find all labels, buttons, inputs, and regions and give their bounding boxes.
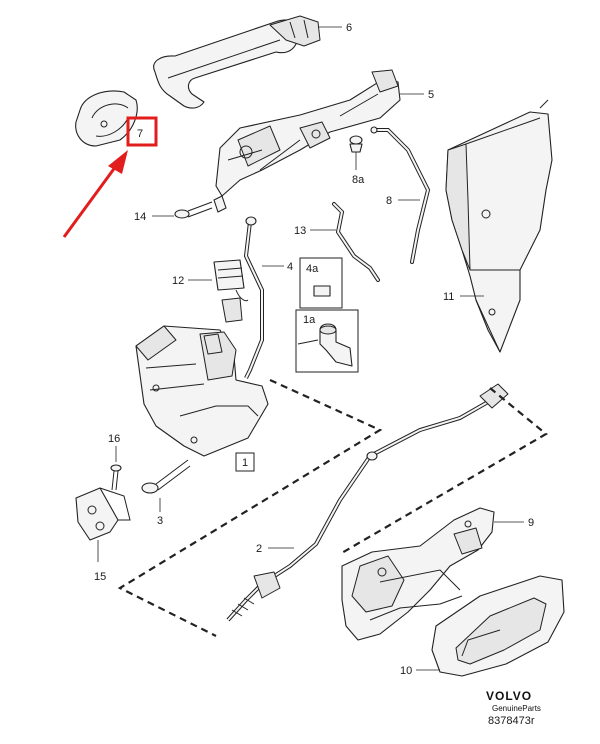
drawing-number: 8378473r — [488, 715, 535, 727]
callout-15: 15 — [94, 571, 106, 583]
brand-name: VOLVO — [486, 689, 532, 703]
part-11-inner-panel[interactable] — [445, 99, 553, 353]
red-arrow-icon — [62, 150, 128, 238]
dashed-outline-handle — [339, 387, 548, 555]
part-3-screw[interactable] — [141, 459, 191, 494]
part-7-handle-cover[interactable] — [75, 90, 138, 147]
callout-5: 5 — [428, 89, 434, 101]
part-1-lock-unit[interactable] — [135, 325, 269, 457]
callout-12: 12 — [172, 275, 184, 287]
callout-1: 1 — [242, 457, 248, 469]
part-5-handle-bracket[interactable] — [213, 69, 401, 213]
part-13-link-rod[interactable] — [332, 202, 380, 282]
dashed-outline-lock — [117, 378, 383, 637]
callout-7: 7 — [137, 128, 143, 140]
inset-4a: 4a — [299, 257, 343, 309]
part-14-screw[interactable] — [174, 201, 213, 219]
part-15-striker-plate[interactable] — [75, 487, 131, 541]
callout-9: 9 — [528, 517, 534, 529]
callout-2: 2 — [256, 543, 262, 555]
part-8-rod[interactable] — [370, 126, 431, 264]
callout-11: 11 — [443, 291, 454, 303]
callout-8: 8 — [386, 195, 392, 207]
callout-3: 3 — [157, 515, 163, 527]
callout-6: 6 — [346, 22, 352, 34]
callout-box-1 — [235, 452, 255, 472]
part-4-cable[interactable] — [243, 216, 264, 379]
callout-4: 4 — [287, 261, 293, 273]
callout-8a: 8a — [352, 174, 365, 186]
part-10-inner-handle-bezel[interactable] — [431, 575, 565, 677]
part-9-inner-handle-bracket[interactable] — [341, 507, 495, 641]
callout-14: 14 — [134, 211, 146, 223]
callout-13: 13 — [294, 225, 306, 237]
brand-subtitle: GenuineParts — [492, 704, 541, 713]
callout-4a: 4a — [306, 263, 319, 275]
part-6-exterior-handle[interactable] — [153, 15, 321, 109]
callout-10: 10 — [400, 665, 412, 677]
volvo-branding: VOLVO GenuineParts 8378473r — [486, 689, 541, 727]
inset-1a: 1a — [295, 309, 359, 373]
part-2-cable[interactable] — [226, 383, 509, 622]
callout-16: 16 — [108, 433, 120, 445]
part-12-connector[interactable] — [213, 259, 249, 323]
part-16-screw[interactable] — [110, 464, 122, 491]
callout-1a: 1a — [303, 314, 316, 326]
highlight-box — [126, 116, 158, 147]
part-8a-grommet[interactable] — [349, 135, 363, 153]
